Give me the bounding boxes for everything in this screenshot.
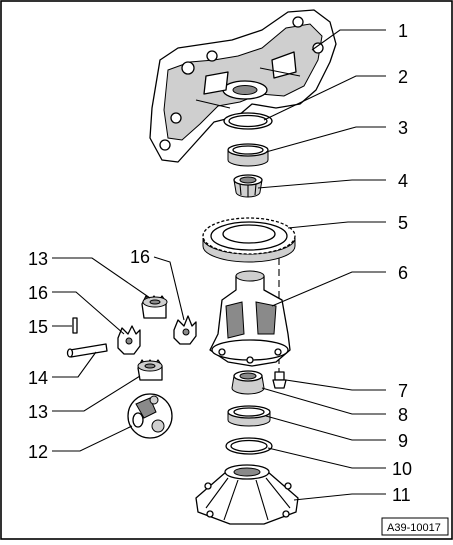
callout-13-upper: 13: [28, 249, 48, 269]
part-pinion-gear-left: [117, 325, 141, 355]
callout-1: 1: [398, 21, 408, 41]
callout-4: 4: [398, 171, 408, 191]
part-pinion-gear-right: [173, 315, 197, 345]
callout-13-lower: 13: [28, 402, 48, 422]
part-shim-lower: [225, 437, 273, 455]
callout-16-right: 16: [130, 247, 150, 267]
callout-leader-13a: [52, 257, 151, 299]
callout-leader-2: [263, 75, 386, 121]
callout-leader-3: [265, 126, 386, 153]
part-differential-cage: [127, 393, 173, 439]
part-differential-housing: [209, 270, 291, 367]
part-bolt: [272, 371, 287, 389]
reference-code: A39-10017: [387, 522, 441, 534]
callout-leader-9: [265, 415, 386, 441]
callout-leader-11: [293, 493, 386, 501]
callout-14: 14: [28, 368, 48, 388]
callout-3: 3: [398, 118, 408, 138]
part-outer-race-lower: [227, 405, 271, 427]
callout-9: 9: [398, 431, 408, 451]
part-pin: [72, 317, 78, 334]
callout-2: 2: [398, 67, 408, 87]
callout-10: 10: [392, 459, 412, 479]
callout-leader-1: [311, 29, 386, 51]
callout-5: 5: [398, 213, 408, 233]
callout-leader-13b: [52, 375, 141, 412]
part-tapered-bearing-lower: [231, 370, 265, 395]
part-crown-wheel: [202, 217, 296, 263]
callout-16-left: 16: [28, 283, 48, 303]
part-outer-race-upper: [227, 143, 269, 167]
callout-leader-16a: [52, 291, 125, 335]
callout-12: 12: [28, 442, 48, 462]
part-housing: [149, 9, 337, 163]
callout-leader-14: [52, 351, 97, 378]
callout-leader-4: [257, 179, 386, 189]
callout-leader-16b: [153, 256, 185, 321]
callout-leader-6: [271, 271, 386, 307]
callout-leader-12: [52, 425, 133, 452]
part-shim-upper: [223, 112, 273, 130]
callout-leader-10: [267, 447, 386, 469]
callout-leader-8: [261, 387, 386, 415]
callout-leader-7: [285, 379, 386, 391]
callout-6: 6: [398, 263, 408, 283]
callout-8: 8: [398, 405, 408, 425]
callout-11: 11: [392, 485, 411, 505]
callout-15: 15: [28, 317, 48, 337]
part-side-gear-lower: [137, 359, 163, 381]
callout-7: 7: [398, 381, 408, 401]
part-side-gear-upper: [141, 295, 168, 319]
part-tapered-bearing-upper: [233, 174, 263, 198]
reference-code-box: A39-10017: [381, 517, 449, 536]
part-shaft: [66, 343, 108, 358]
callout-leader-5: [287, 221, 386, 229]
part-cover: [195, 464, 299, 525]
